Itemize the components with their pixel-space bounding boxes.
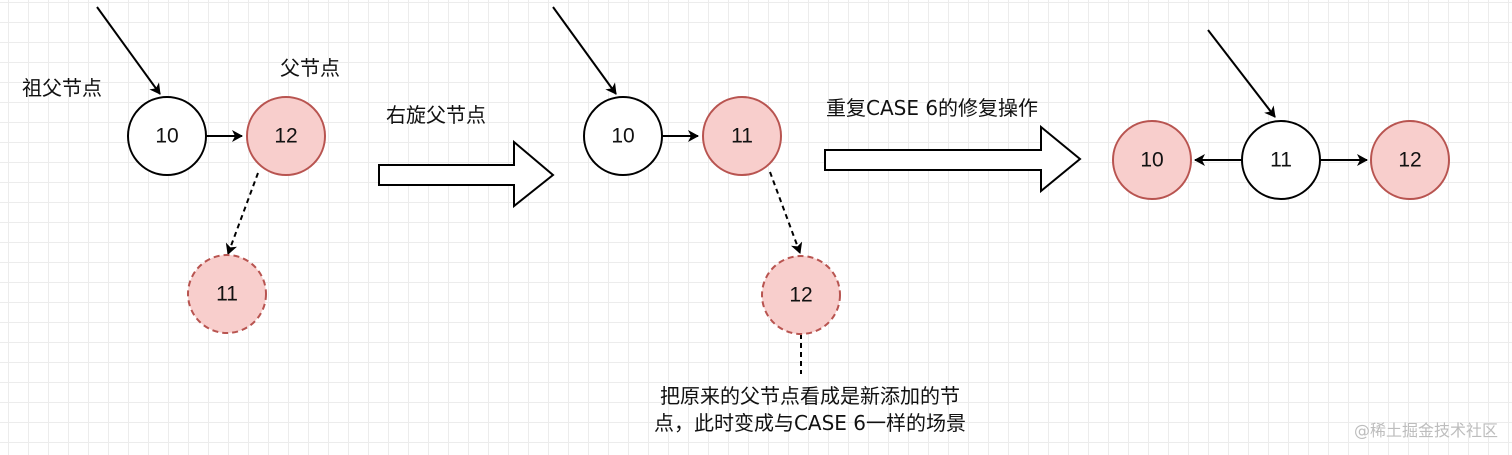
transition-arrow-2 <box>824 124 1082 194</box>
label-grandparent: 祖父节点 <box>22 76 102 100</box>
node-grandparent-stage1: 10 <box>127 96 207 176</box>
node-grandparent-stage2: 10 <box>583 96 663 176</box>
pointer-arrow-stage1 <box>96 6 161 95</box>
node-new-stage1: 11 <box>187 254 267 334</box>
pointer-arrow-stage2 <box>552 6 617 95</box>
node-label: 12 <box>789 284 812 307</box>
watermark: @稀土掘金技术社区 <box>1353 421 1498 440</box>
node-label: 12 <box>274 125 297 148</box>
node-label: 11 <box>1270 149 1292 172</box>
node-new-stage2: 12 <box>761 255 841 335</box>
node-root-stage3: 11 <box>1241 120 1321 200</box>
note-line-2: 点，此时变成与CASE 6一样的场景 <box>653 411 967 435</box>
node-label: 11 <box>731 125 753 148</box>
dashed-edge-12-to-11-stage1 <box>225 172 259 255</box>
node-label: 10 <box>1140 149 1163 172</box>
pointer-arrow-stage3 <box>1207 29 1276 118</box>
label-rotate-right: 右旋父节点 <box>386 103 486 127</box>
note-line-1: 把原来的父节点看成是新添加的节 <box>660 384 960 408</box>
node-label: 10 <box>155 125 178 148</box>
label-parent: 父节点 <box>280 56 340 80</box>
node-right-stage3: 12 <box>1370 120 1450 200</box>
node-label: 11 <box>216 283 238 306</box>
node-parent-stage1: 12 <box>246 96 326 176</box>
node-left-stage3: 10 <box>1112 120 1192 200</box>
transition-arrow-1 <box>378 139 555 209</box>
explanation-note: 把原来的父节点看成是新添加的节 点，此时变成与CASE 6一样的场景 <box>620 383 1000 437</box>
node-label: 12 <box>1398 149 1421 172</box>
node-label: 10 <box>611 125 634 148</box>
node-parent-stage2: 11 <box>702 96 782 176</box>
label-repeat-case6: 重复CASE 6的修复操作 <box>826 96 1039 120</box>
dashed-edge-11-to-12-stage2 <box>769 171 803 254</box>
